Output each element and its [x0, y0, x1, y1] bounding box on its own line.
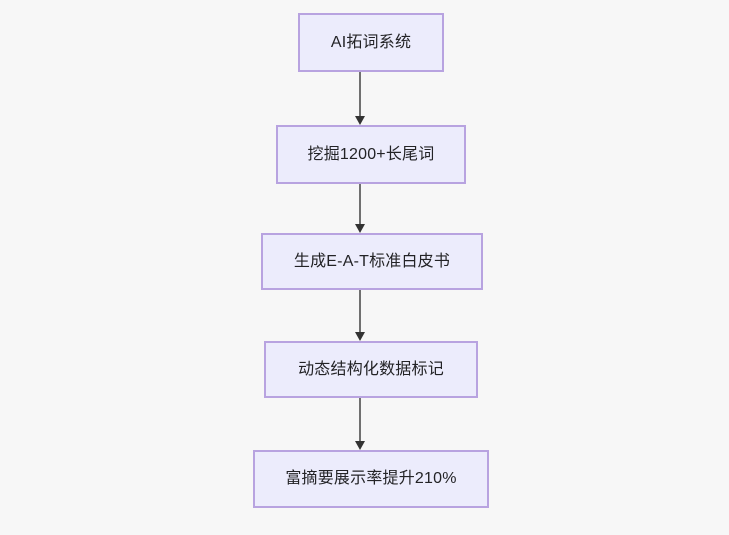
flow-connector-arrow-1 [348, 72, 372, 125]
arrowhead-icon [355, 224, 365, 233]
flow-connector-arrow-4 [348, 398, 372, 450]
arrowhead-icon [355, 441, 365, 450]
connector-line [359, 398, 361, 441]
flow-node-label: 生成E-A-T标准白皮书 [293, 252, 451, 270]
flow-node-mine-longtail-keywords[interactable]: 挖掘1200+长尾词 [276, 125, 466, 184]
flow-node-generate-eat-whitepaper[interactable]: 生成E-A-T标准白皮书 [261, 233, 483, 290]
flow-node-label: 挖掘1200+长尾词 [307, 145, 435, 163]
flow-node-label: 富摘要展示率提升210% [285, 470, 457, 487]
flow-node-ai-keyword-system[interactable]: AI拓词系统 [298, 13, 444, 72]
flow-connector-arrow-3 [348, 290, 372, 341]
flow-connector-arrow-2 [348, 184, 372, 233]
arrowhead-icon [355, 332, 365, 341]
connector-line [359, 72, 361, 116]
flow-node-dynamic-structured-data-markup[interactable]: 动态结构化数据标记 [264, 341, 478, 398]
flow-node-rich-snippet-impression-lift[interactable]: 富摘要展示率提升210% [253, 450, 489, 508]
arrowhead-icon [355, 116, 365, 125]
connector-line [359, 290, 361, 332]
flow-node-label: 动态结构化数据标记 [298, 360, 444, 378]
flow-node-label: AI拓词系统 [330, 33, 412, 51]
connector-line [359, 184, 361, 224]
